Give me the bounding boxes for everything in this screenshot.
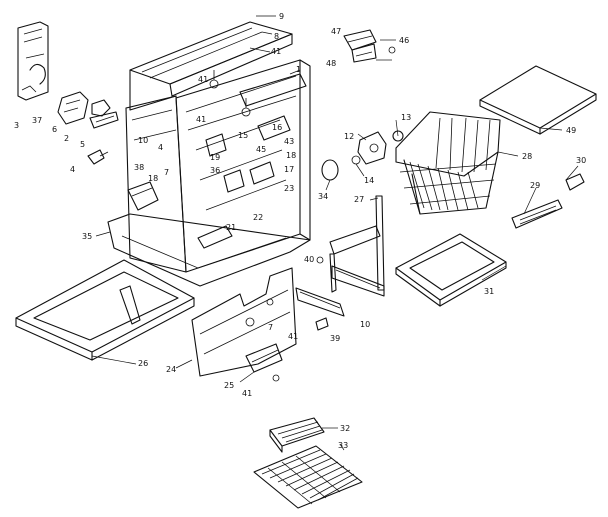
callout-38: 38	[134, 163, 144, 172]
callout-22: 22	[253, 213, 263, 222]
callout-labels: 9 8 41 1 47 46 48 3 37 6 2 5 4 10 7 38 1…	[14, 12, 586, 450]
callout-41d: 41	[198, 75, 208, 84]
callout-26: 26	[138, 359, 148, 368]
callout-41c: 41	[242, 389, 252, 398]
callout-14: 14	[364, 176, 374, 185]
callout-47: 47	[331, 27, 341, 36]
callout-19: 19	[210, 153, 220, 162]
callout-10: 10	[138, 136, 148, 145]
callout-10b: 10	[360, 320, 370, 329]
callout-33: 33	[338, 441, 348, 450]
callout-29: 29	[530, 181, 540, 190]
oven-body	[107, 21, 311, 287]
callout-35: 35	[82, 232, 92, 241]
callout-25: 25	[224, 381, 234, 390]
callout-5: 5	[80, 140, 85, 149]
callout-18b: 18	[286, 151, 296, 160]
callout-1: 1	[296, 65, 301, 74]
callout-40: 40	[304, 255, 314, 264]
callout-41e: 41	[196, 115, 206, 124]
drawer-26	[15, 259, 195, 361]
callout-41: 41	[271, 47, 281, 56]
callout-34: 34	[318, 192, 328, 201]
callout-45: 45	[256, 145, 266, 154]
lower-panel-24	[191, 267, 297, 377]
broiler-pan-32	[269, 417, 325, 453]
callout-12: 12	[344, 132, 354, 141]
callout-46: 46	[399, 36, 409, 45]
oven-rack-33	[253, 445, 363, 509]
callout-17: 17	[284, 165, 294, 174]
broiler-basket	[395, 111, 501, 215]
gas-valve-assembly	[57, 91, 119, 165]
callout-21: 21	[226, 223, 236, 232]
callout-41b: 41	[288, 332, 298, 341]
callout-9: 9	[279, 12, 284, 21]
callout-30: 30	[576, 156, 586, 165]
callout-27: 27	[354, 195, 364, 204]
callout-28: 28	[522, 152, 532, 161]
door-frame-31	[395, 233, 507, 307]
callout-31: 31	[484, 287, 494, 296]
callout-18: 18	[148, 174, 158, 183]
top-left-bracket	[17, 21, 49, 101]
callout-15: 15	[238, 131, 248, 140]
callout-43: 43	[284, 137, 294, 146]
leader-lines	[91, 15, 579, 451]
callout-48: 48	[326, 59, 336, 68]
callout-37: 37	[32, 116, 42, 125]
vent-29-30	[511, 173, 585, 229]
callout-36: 36	[210, 166, 220, 175]
callout-4b: 4	[158, 143, 163, 152]
plate-49	[479, 65, 597, 135]
valve-knob-assembly	[321, 130, 404, 181]
callout-32: 32	[340, 424, 350, 433]
callout-2: 2	[64, 134, 69, 143]
side-frame-27	[295, 195, 385, 331]
callout-23: 23	[284, 184, 294, 193]
callout-6: 6	[52, 125, 57, 134]
callout-3: 3	[14, 121, 19, 130]
callout-16: 16	[272, 123, 282, 132]
bracket-25	[245, 343, 283, 382]
callout-7: 7	[164, 168, 169, 177]
callout-7b: 7	[268, 323, 273, 332]
callout-8: 8	[274, 32, 279, 41]
callout-4: 4	[70, 165, 75, 174]
callout-39: 39	[330, 334, 340, 343]
callout-24: 24	[166, 365, 176, 374]
callout-49: 49	[566, 126, 576, 135]
callout-13: 13	[401, 113, 411, 122]
hinge-47-48	[343, 29, 396, 63]
